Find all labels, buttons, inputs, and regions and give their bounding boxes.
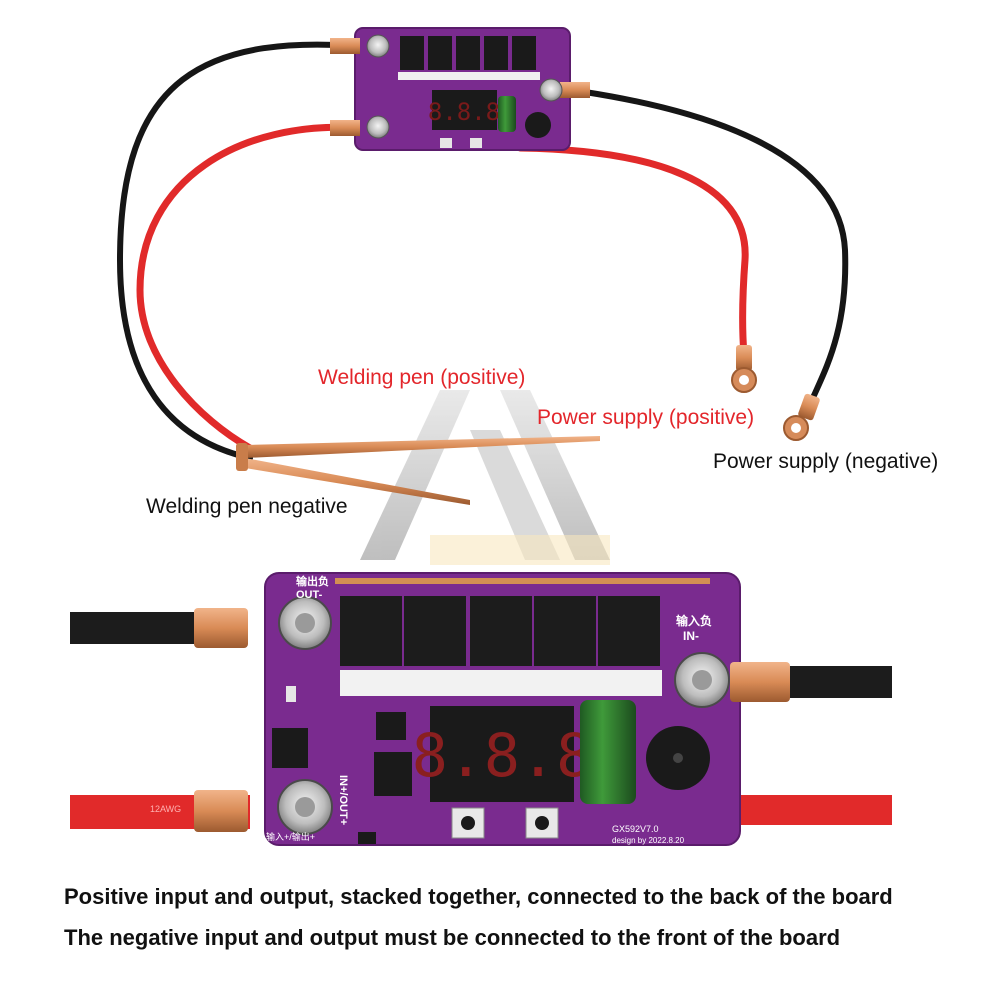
push-button-left	[451, 807, 485, 839]
red-wire-power	[516, 144, 749, 359]
welding-pen-positive-label: Welding pen (positive)	[318, 366, 526, 389]
out-minus-cn-label: 输出负	[296, 574, 329, 588]
welding-pen-negative-label: Welding pen negative	[146, 495, 348, 518]
seven-segment-display	[430, 706, 574, 802]
out-minus-label: OUT-	[296, 589, 323, 601]
mosfet-row	[340, 596, 662, 696]
electrolytic-capacitor	[580, 700, 636, 804]
red-wire-pen	[136, 123, 364, 452]
black-wire-pen	[116, 41, 383, 461]
display-digits: 8.8.8	[412, 721, 593, 791]
board-model-label: GX592V7.0	[612, 824, 659, 834]
svg-text:8.8.8: 8.8.8	[428, 98, 500, 126]
in-out-plus-label: IN+/OUT+	[337, 775, 349, 825]
power-supply-positive-label: Power supply (positive)	[537, 406, 755, 429]
top-board: 8.8.8	[330, 27, 590, 151]
watermark-logo	[360, 390, 610, 565]
wire-gauge-label: 12AWG	[150, 804, 181, 814]
top-assembly: 8.8.8	[116, 27, 849, 505]
push-button-right	[525, 807, 559, 839]
caption-line-2: The negative input and output must be co…	[64, 925, 841, 950]
in-minus-label: IN-	[683, 629, 699, 643]
in-out-plus-cn-label: 输入+/输出+	[266, 831, 315, 842]
ring-terminal-positive	[731, 345, 757, 393]
ring-terminal-negative	[783, 393, 820, 441]
black-wire-power	[582, 89, 849, 403]
bottom-assembly: 12AWG 输出负 OUT	[70, 572, 892, 846]
in-minus-cn-label: 输入负	[676, 613, 712, 628]
caption-line-1: Positive input and output, stacked toget…	[64, 884, 893, 909]
welding-pen-rods	[236, 436, 600, 505]
power-supply-negative-label: Power supply (negative)	[713, 450, 939, 473]
board-design-label: design by 2022.8.20	[612, 836, 685, 845]
board-pad-strip	[335, 578, 710, 584]
